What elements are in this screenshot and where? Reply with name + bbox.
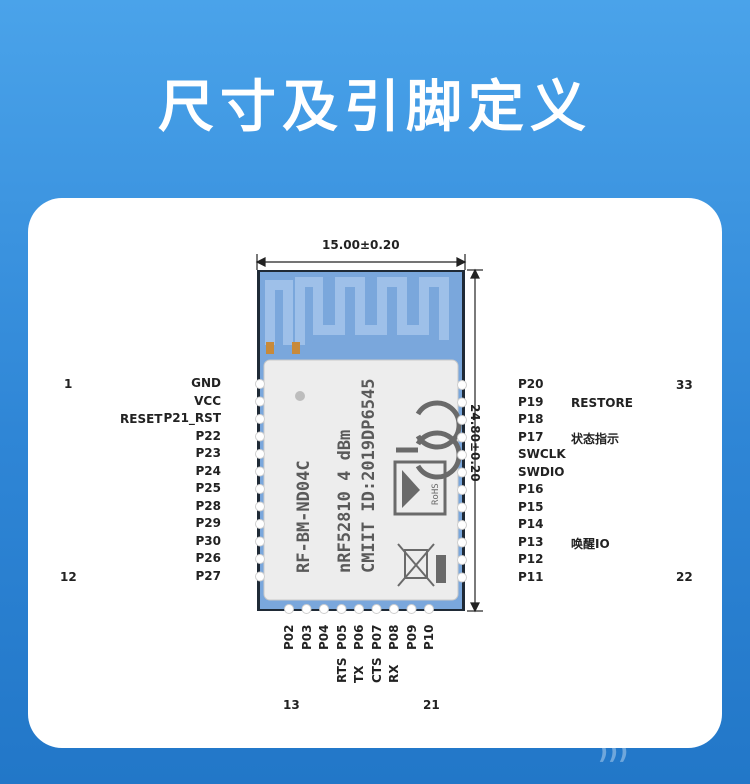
right-pin-pad [457, 397, 467, 408]
left-pin-pad [255, 484, 265, 494]
shield-line-1: RF-BM-ND04C [294, 460, 314, 573]
right-pin-label: P20 [518, 377, 544, 391]
bottom-pin-label: P07 [369, 624, 384, 651]
right-pin-pad [457, 502, 467, 513]
right-pin-label: P18 [518, 412, 544, 426]
shield-line-2: nRF52810 4 dBm [335, 430, 355, 573]
bottom-pin-pad [319, 604, 329, 614]
left-pin-label: P22 [195, 428, 222, 443]
left-pin-pad [255, 536, 265, 547]
right-pin-label: P12 [518, 552, 544, 566]
right-pin-label: P13 [518, 534, 544, 549]
bottom-pin-label: P06 [352, 624, 366, 651]
right-pin-pad [457, 520, 467, 530]
bottom-pin-pad [354, 604, 364, 614]
left-pin-pad [255, 414, 265, 424]
height-dimension-line [467, 268, 483, 613]
bottom-pin-label: P04 [317, 624, 331, 651]
right-pin-label: P14 [518, 517, 544, 531]
left-pin-label: P29 [195, 516, 222, 530]
left-pin-pad [255, 379, 265, 389]
bottom-pin-label: P09 [404, 624, 419, 651]
left-pin-pad [255, 449, 265, 459]
right-pin-pad [457, 432, 467, 443]
pin-number-12: 12 [60, 570, 77, 584]
right-function-status: 状态指示 [571, 432, 620, 446]
left-pin-label: P24 [195, 463, 222, 478]
right-pin-pad [457, 450, 467, 460]
left-pin-label: P23 [195, 446, 222, 460]
left-pin-label: VCC [194, 393, 221, 408]
bottom-pin-label: P05 [334, 624, 349, 651]
bottom-pin-pad [406, 604, 417, 614]
bottom-pin-pad [424, 604, 434, 614]
left-pin-pad [255, 519, 265, 529]
right-pin-label: P16 [518, 482, 544, 496]
bottom-pin-pad [389, 604, 399, 614]
left-pin-label: P26 [195, 551, 222, 565]
bottom-pin-pad [336, 604, 347, 614]
left-pin-label: P25 [195, 481, 222, 495]
rohs-mark: RoHS [431, 483, 441, 505]
left-function-reset: RESET [120, 412, 163, 426]
antenna-trace [265, 277, 449, 345]
shield-markings: RF-BM-ND04C nRF52810 4 dBm CMIIT ID:2019… [294, 379, 379, 573]
left-pin-pad [255, 466, 265, 477]
right-pin-label: P11 [518, 569, 544, 584]
shield-line-3: CMIIT ID:2019DP6545 [359, 379, 379, 573]
bottom-pin-pad [284, 604, 294, 614]
bottom-pin-label: P10 [422, 624, 436, 651]
watermark-logo: ))) [598, 740, 629, 765]
right-pin-label: SWDIO [518, 464, 565, 479]
bottom-pin-label: P02 [282, 624, 296, 651]
left-pin-pad [255, 431, 265, 442]
pin-number-21: 21 [423, 698, 440, 712]
right-pin-pad [457, 555, 467, 565]
left-pin-pad [255, 554, 265, 564]
right-function-restore: RESTORE [571, 396, 633, 410]
bottom-pin-label: P08 [387, 624, 401, 651]
bottom-pin-label: P03 [299, 624, 314, 651]
weee-icon [397, 543, 446, 587]
right-function-wake: 唤醒IO [571, 537, 610, 551]
left-pin-label: GND [191, 376, 221, 390]
pin-number-1: 1 [64, 377, 73, 391]
left-pin-label: P28 [195, 498, 222, 513]
right-pin-label: P17 [518, 429, 544, 444]
left-pin-pad [255, 396, 265, 407]
right-pin-label: P19 [518, 394, 544, 409]
right-pin-pad [457, 572, 467, 583]
pin-number-13: 13 [283, 698, 300, 712]
right-pin-pad [457, 537, 467, 548]
right-pin-label: SWCLK [518, 447, 566, 461]
left-pin-pad [255, 501, 265, 512]
bottom-pin-pad [301, 604, 312, 614]
left-pin-pad [255, 571, 265, 582]
left-pin-label: P21_RST [163, 411, 221, 425]
right-pin-label: P15 [518, 499, 544, 514]
page-title: 尺寸及引脚定义 [158, 75, 592, 140]
right-pin-pad [457, 485, 467, 495]
right-pin-pad [457, 380, 467, 390]
shield-can [263, 359, 459, 601]
bottom-function-label: TX [352, 665, 366, 683]
bottom-pin-pad [371, 604, 382, 614]
pin-number-22: 22 [676, 570, 693, 584]
bottom-function-label: RTS [334, 657, 349, 683]
width-dimension: 15.00±0.20 [322, 238, 400, 252]
right-pin-pad [457, 467, 467, 478]
bottom-function-label: RX [387, 664, 401, 684]
bottom-function-label: CTS [369, 657, 384, 683]
brand-logo-icon: RoHS [393, 460, 447, 516]
right-pin-pad [457, 415, 467, 425]
height-dimension: 24.80±0.20 [468, 404, 482, 482]
left-pin-label: P27 [195, 568, 222, 583]
width-dimension-line [255, 254, 467, 270]
pin-number-33: 33 [676, 378, 693, 392]
left-pin-label: P30 [195, 533, 222, 548]
